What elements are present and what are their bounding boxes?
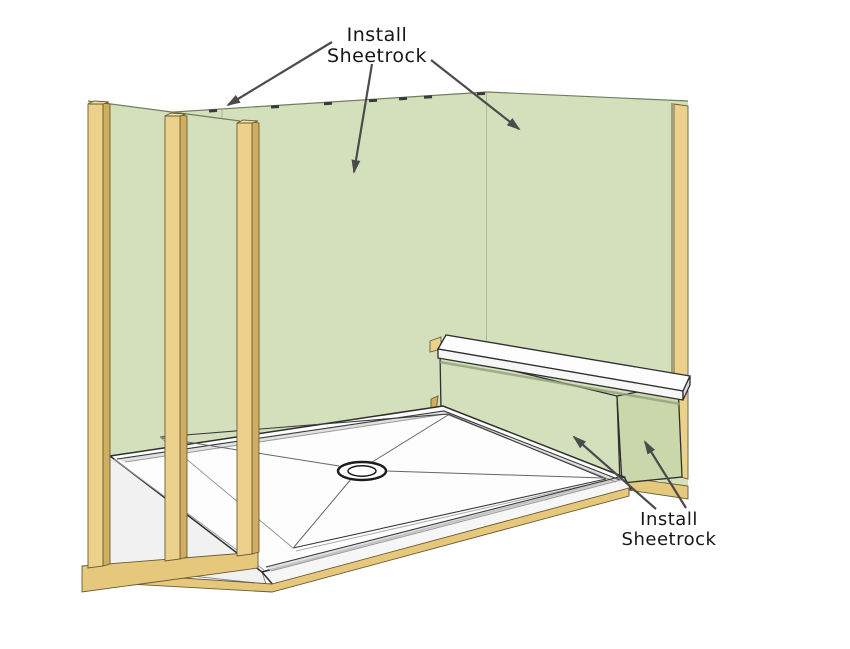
pan-front-rim-inner xyxy=(270,479,622,572)
stud3-face xyxy=(236,121,253,557)
arrow-top-left xyxy=(226,41,333,107)
stud3-side xyxy=(251,121,260,555)
stud1-side xyxy=(102,102,111,567)
left-wall-bottom-plate xyxy=(81,551,259,593)
pan-crease-front xyxy=(293,477,353,548)
bench-underslab-shadow xyxy=(439,360,681,406)
drain-outer-ring xyxy=(336,460,388,482)
pan-crease-right xyxy=(385,470,605,479)
stud2-face xyxy=(164,114,181,562)
stud1-top xyxy=(87,100,110,105)
pan-basin-front-edge-2 xyxy=(295,480,605,552)
drain-inner-ring xyxy=(347,465,377,477)
callout-arrows xyxy=(226,41,687,510)
stud1-face xyxy=(87,102,104,569)
stud3-top xyxy=(236,119,259,124)
drain xyxy=(336,460,388,482)
left-wall-top-edge xyxy=(87,100,241,122)
left-stud-1 xyxy=(87,100,111,569)
bottom-label-line2: Sheetrock xyxy=(622,529,717,550)
pan-flange-shade-front xyxy=(266,477,621,571)
arrow-bottom-right xyxy=(643,440,687,509)
bench-top-right-edge xyxy=(682,375,691,401)
left-stud-2 xyxy=(164,112,188,562)
top-label-line1: Install xyxy=(347,24,408,46)
arrow-top-right xyxy=(430,59,521,131)
pan-flange-line-1 xyxy=(116,410,621,481)
annotations: Install Sheetrock Install Sheetrock xyxy=(327,24,716,550)
arrow-bottom-left xyxy=(572,435,657,510)
right-wall-top-edge xyxy=(486,91,689,102)
pan-basin-front-edge xyxy=(292,478,607,549)
left-stud-3 xyxy=(236,119,260,557)
arrow-top-middle xyxy=(351,63,374,174)
pan-crease-back xyxy=(368,414,449,465)
stud2-top xyxy=(164,112,187,117)
left-wall-framing xyxy=(81,100,260,593)
bottom-label-line1: Install xyxy=(640,509,698,530)
stud2-side xyxy=(179,114,188,560)
top-label-line2: Sheetrock xyxy=(327,45,427,67)
pan-front-rim-outer xyxy=(265,476,620,568)
